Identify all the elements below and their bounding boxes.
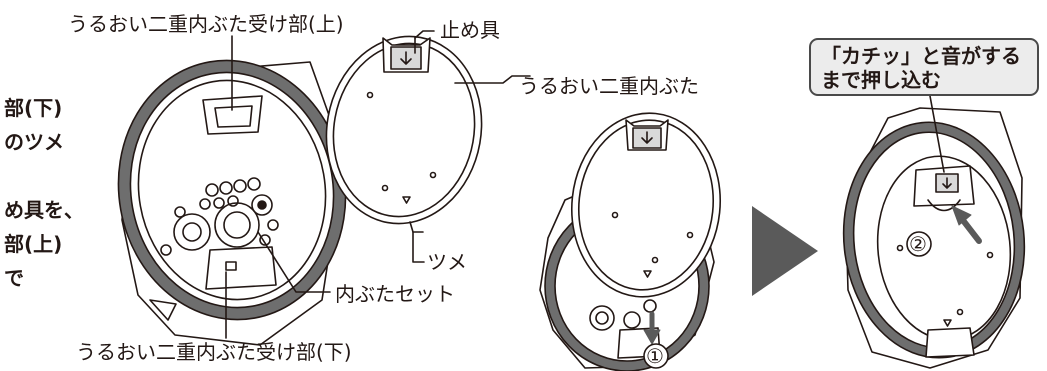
next-step-arrow-icon [752,206,818,296]
label-upper-receiver: うるおい二重内ぶた受け部(上) [68,12,344,36]
label-double-lid: うるおい二重内ぶた [519,74,699,98]
leader-double-lid [454,75,531,84]
inner-lid [325,35,483,233]
step-2-marker: ② [909,232,927,256]
step-1-circle [643,343,669,369]
label-claw: ツメ [427,250,467,274]
callout-line-2: まで押し込む [821,68,941,92]
side-text-line-2: のツメ [4,130,64,154]
leader-lid-set [257,231,331,293]
label-stopper: 止め具 [440,18,500,42]
label-lid-set: 内ぶたセット [335,282,455,306]
figure-step-2 [842,107,1026,369]
step-1-marker: ① [646,344,664,368]
side-text-line-4: 部(上) [4,232,63,256]
callout-box: 「カチッ」と音がする まで押し込む [809,38,1039,96]
side-text-line-5: で [4,266,24,290]
step-2-circle [906,231,932,257]
side-text-line-1: 部(下) [4,96,63,120]
callout-pointer [929,95,945,173]
arrow-push-step-2 [959,216,982,244]
figure-step-1 [539,112,722,371]
side-text-line-3: め具を、 [4,198,84,222]
lid-body-left [117,59,347,346]
callout-line-1: 「カチッ」と音がする [821,44,1021,68]
label-lower-receiver: うるおい二重内ぶた受け部(下) [76,340,352,364]
leader-claw [412,231,425,263]
